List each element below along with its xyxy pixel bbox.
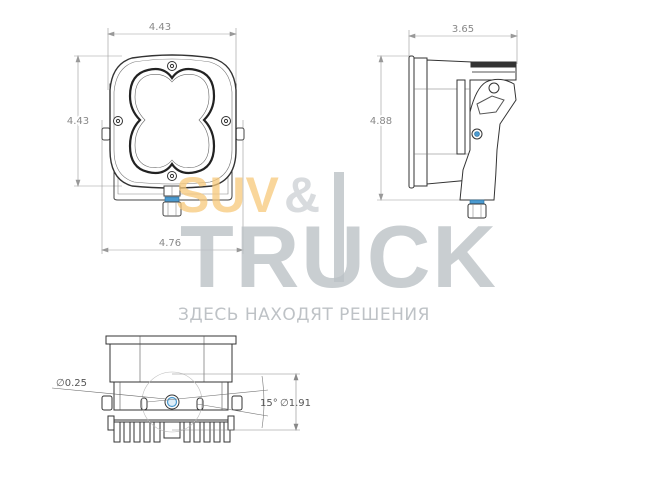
dimension-angle bbox=[146, 375, 269, 429]
dim-front-height-label: 4.43 bbox=[67, 116, 89, 127]
lens-outline bbox=[128, 67, 216, 175]
watermark-suv: SUV bbox=[176, 167, 279, 223]
dimension-side-height bbox=[377, 55, 462, 201]
dim-side-depth-label: 3.65 bbox=[452, 24, 474, 35]
dimension-side-depth bbox=[408, 30, 518, 64]
dimension-bolt-circle bbox=[172, 373, 300, 431]
dim-bolt-diameter-label: ∅0.25 bbox=[56, 378, 87, 389]
side-view bbox=[377, 30, 518, 219]
dim-bolt-circle-label: ∅1.91 bbox=[280, 398, 311, 409]
bottom-view bbox=[51, 335, 300, 443]
watermark: SUV & TRUCK ЗДЕСЬ НАХОДЯТ РЕШЕНИЯ bbox=[176, 167, 498, 325]
mount-bolt-icon bbox=[162, 185, 182, 217]
dim-front-width-label: 4.43 bbox=[149, 22, 171, 33]
watermark-tagline: ЗДЕСЬ НАХОДЯТ РЕШЕНИЯ bbox=[178, 305, 430, 325]
watermark-ampersand: & bbox=[284, 167, 320, 223]
heatsink-fins bbox=[109, 419, 231, 443]
screw-icon bbox=[113, 61, 231, 181]
watermark-truck: TRUCK bbox=[180, 207, 498, 306]
dim-front-bottom-label: 4.76 bbox=[159, 238, 181, 249]
dimension-front-bottom bbox=[101, 120, 244, 254]
dim-tilt-angle-label: 15° bbox=[260, 398, 278, 409]
pivot-knob-icon bbox=[488, 82, 500, 94]
dim-side-height-label: 4.88 bbox=[370, 116, 392, 127]
front-view bbox=[74, 28, 245, 254]
watermark-bar bbox=[334, 172, 344, 282]
dimension-front-width bbox=[107, 28, 237, 90]
